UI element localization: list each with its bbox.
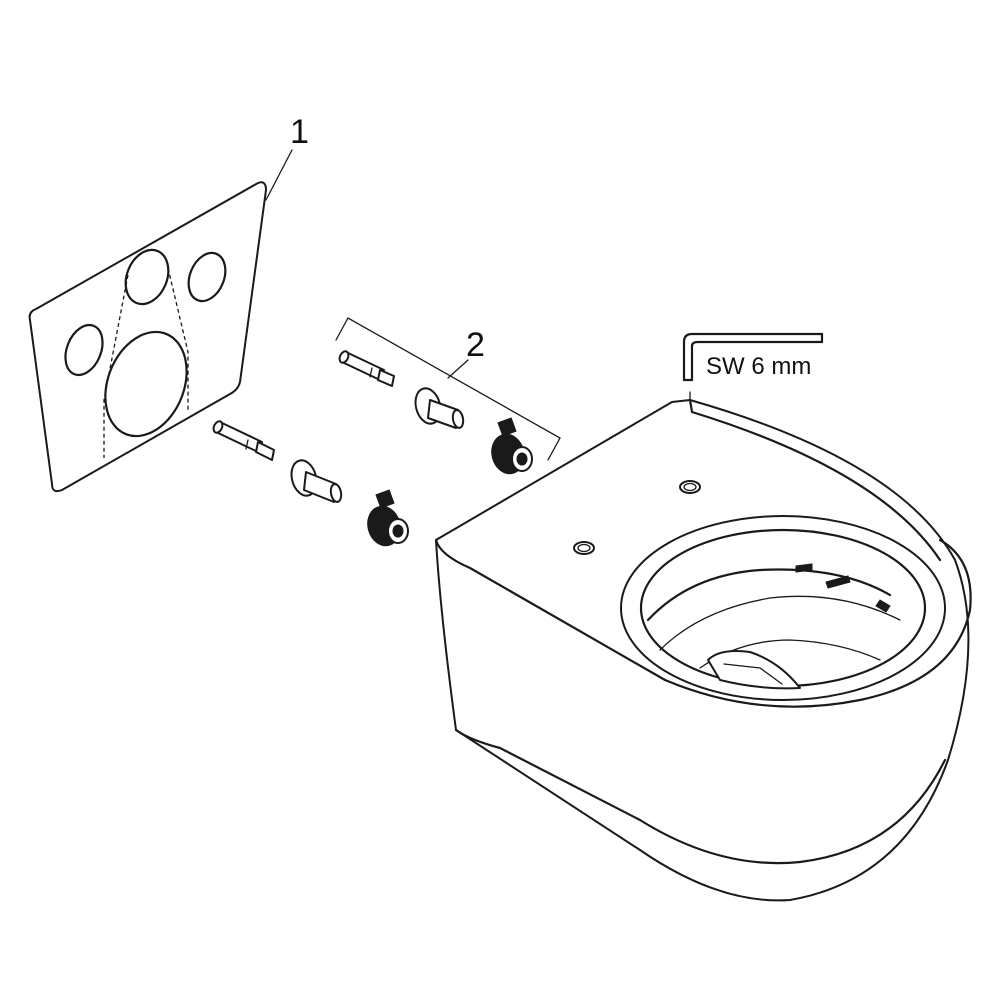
- threaded-bolt-upper: [338, 350, 395, 387]
- fixing-kit-group-part-2: 2: [212, 317, 561, 547]
- sleeve-upper: [414, 387, 465, 429]
- wall-plate-part-1: [28, 181, 267, 493]
- callout-label-2: 2: [466, 326, 485, 364]
- threaded-bolt-lower: [212, 420, 275, 461]
- callout-label-1: 1: [290, 113, 309, 151]
- fixing-nut-lower: [367, 489, 409, 547]
- wall-hung-toilet: [434, 398, 972, 902]
- hex-key-tool: SW 6 mm: [682, 332, 824, 382]
- callout-1: 1: [265, 113, 309, 201]
- sleeve-lower: [290, 459, 343, 503]
- hex-key-size-label: SW 6 mm: [706, 353, 811, 380]
- fixing-nut-upper: [491, 417, 533, 475]
